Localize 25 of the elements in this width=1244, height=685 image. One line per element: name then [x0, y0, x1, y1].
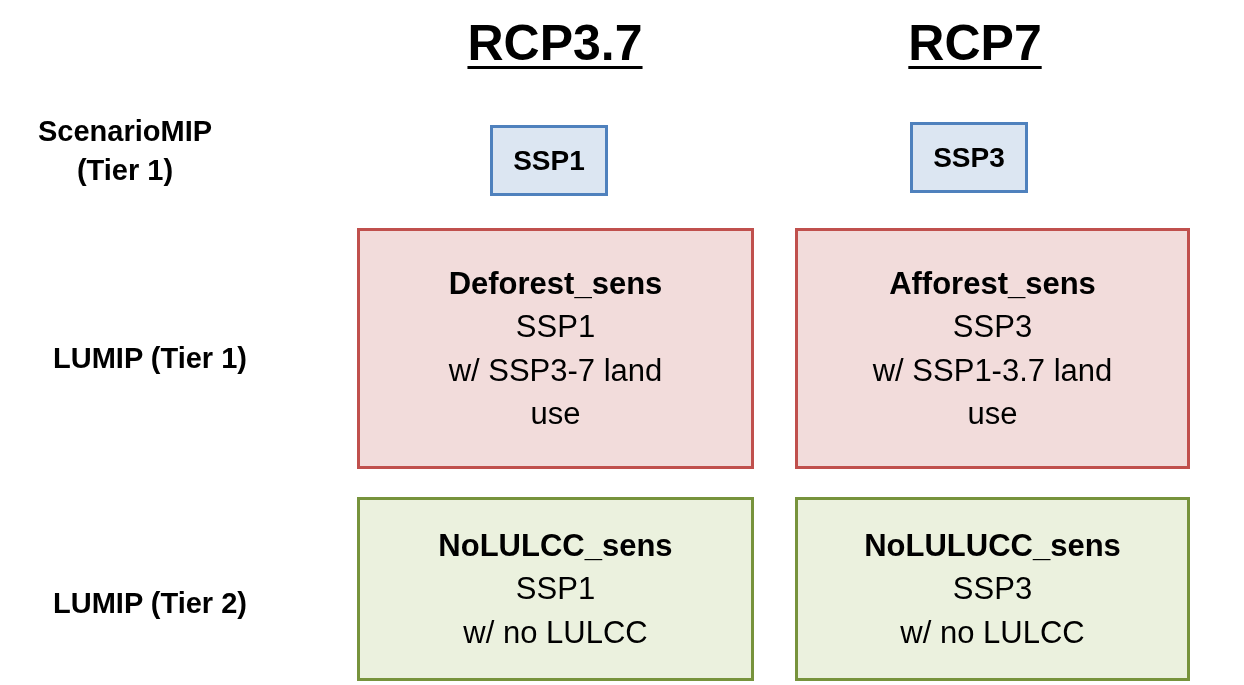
experiment-box [795, 228, 1190, 469]
row-label: LUMIP (Tier 1) [52, 341, 248, 376]
box-heading: Afforest_sens [889, 264, 1096, 303]
row-label: ScenarioMIP (Tier 1) [36, 114, 214, 189]
box-text: SSP1 [513, 143, 585, 178]
box-text: SSP1 [515, 570, 596, 609]
box-text: SSP3 [933, 140, 1005, 175]
row-label: LUMIP (Tier 2) [52, 586, 248, 621]
box-text: SSP1 [515, 308, 596, 347]
box-heading: NoLULUCC_sens [864, 526, 1121, 565]
box-text: w/ no LULCC [463, 613, 648, 652]
experiment-box [357, 228, 754, 469]
box-text: w/ SSP1-3.7 land use [871, 351, 1114, 433]
box-text: SSP3 [952, 570, 1033, 609]
experiment-box [795, 497, 1190, 681]
box-text: w/ no LULCC [900, 613, 1085, 652]
box-heading: NoLULCC_sens [438, 526, 673, 565]
box-text: w/ SSP3-7 land use [447, 351, 664, 433]
box-text: SSP3 [952, 308, 1033, 347]
scenario-box [910, 122, 1028, 193]
experiment-box [357, 497, 754, 681]
column-heading: RCP3.7 [466, 14, 644, 73]
column-heading: RCP7 [907, 14, 1043, 73]
scenario-box [490, 125, 608, 196]
box-heading: Deforest_sens [448, 264, 663, 303]
